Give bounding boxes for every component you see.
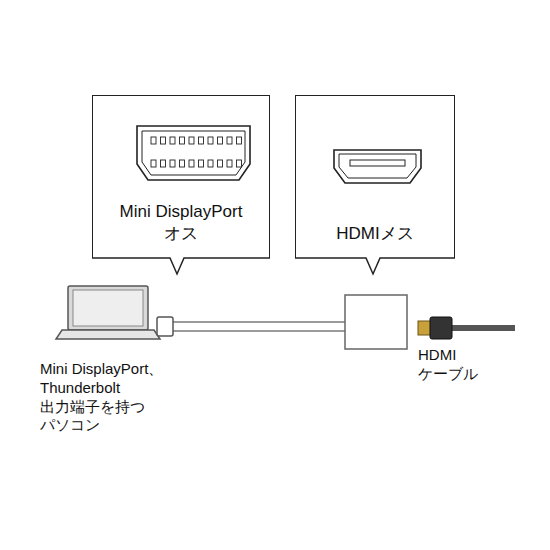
laptop-display [73,290,143,326]
callout-text: HDMIメス [306,223,444,245]
hdmi-icon [334,150,421,183]
adapter-cable [172,322,347,331]
pin [180,137,185,144]
pin [208,160,213,167]
pin [237,137,242,144]
adapter [157,295,407,349]
hdmi-inner [339,154,416,178]
hdmi-cable [418,317,515,339]
pin [218,137,223,144]
pin [199,160,204,167]
callout-tail [295,258,455,274]
pin [227,160,232,167]
mini-displayport-inner [142,131,245,175]
connector-icons [137,126,421,183]
pin [199,137,204,144]
pin [189,160,194,167]
caption-label: HDMI ケーブル [418,346,490,384]
pin [170,137,175,144]
callout-box: Mini DisplayPort オス [92,95,270,258]
mini-displayport-icon [137,126,250,180]
laptop-screen [68,286,148,330]
pin [151,160,156,167]
hdmi-plug-tip [418,321,431,335]
pin [189,137,194,144]
pin [237,160,242,167]
mini-displayport-plug [157,317,173,336]
callout-text: Mini DisplayPort オス [103,201,259,245]
pin [151,137,156,144]
adapter-box [345,295,407,349]
pin [161,137,166,144]
hdmi-cable-wire [450,325,515,331]
caption-label: Mini DisplayPort、 Thunderbolt 出力端子を持つ パソ… [40,360,180,435]
pin [161,160,166,167]
pin [170,160,175,167]
hdmi-tongue [350,160,405,166]
pin [208,137,213,144]
pin-row [151,137,242,167]
callout-box: HDMIメス [295,95,455,258]
laptop [56,286,160,339]
pin [227,137,232,144]
pin [218,160,223,167]
pin [180,160,185,167]
callout-tail [92,258,270,274]
callout-tails [92,258,455,274]
laptop-base [56,330,160,339]
hdmi-plug [430,317,452,339]
